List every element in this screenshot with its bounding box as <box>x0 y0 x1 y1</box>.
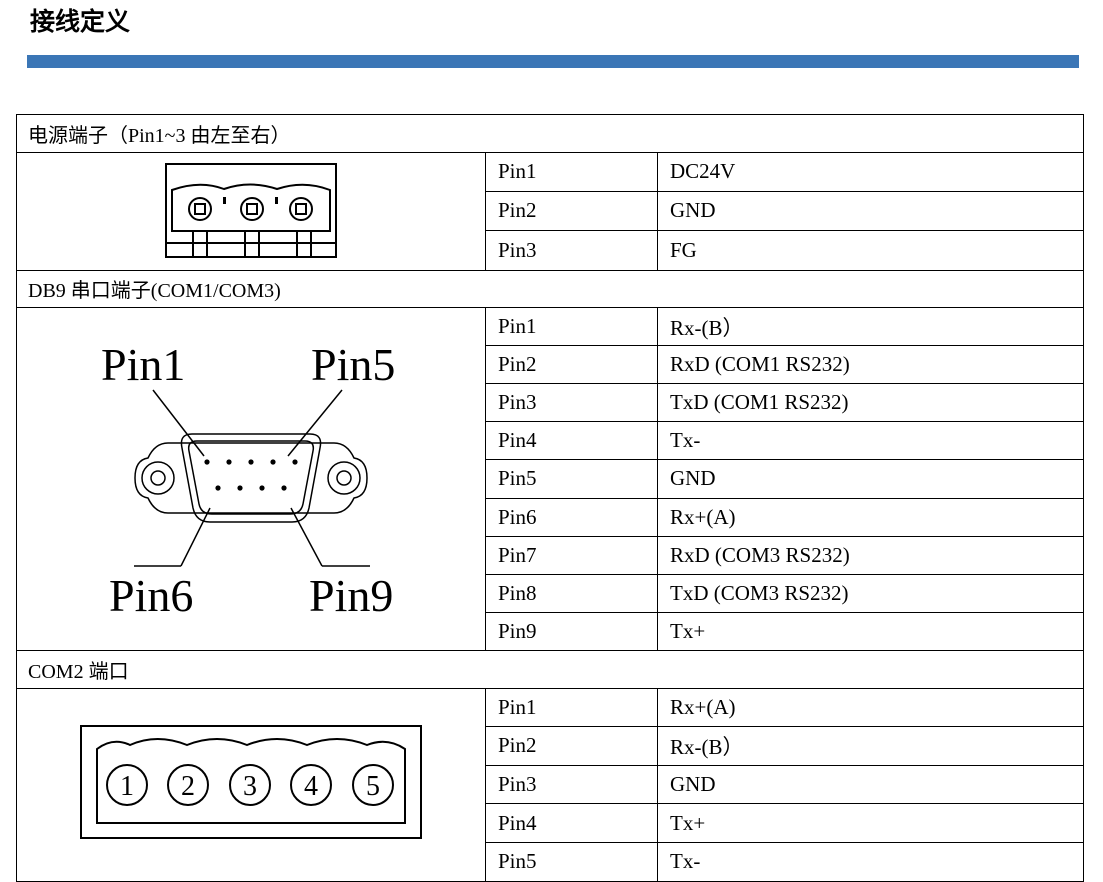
com2-pin-signal: Rx+(A) <box>657 687 1084 728</box>
db9-pin-signal: Rx+(A) <box>657 497 1084 537</box>
db9-pin-label: Pin9 <box>485 611 658 652</box>
page-title: 接线定义 <box>30 7 131 36</box>
db9-connector-icon: Pin1 Pin5 Pin6 Pin9 <box>101 339 395 621</box>
table-row: Pin2 RxD (COM1 RS232) <box>17 345 1084 385</box>
com2-pin-label: Pin3 <box>485 764 658 805</box>
db9-label-pin1: Pin1 <box>101 339 185 390</box>
db9-pin-signal: TxD (COM1 RS232) <box>657 383 1084 423</box>
table-row: Pin1 Pin5 Pin6 Pin9 <box>16 306 1084 651</box>
db9-pin-label: Pin7 <box>485 535 658 575</box>
com2-pin-label: Pin2 <box>485 726 658 766</box>
com2-terminal-icon: 1 2 3 4 5 <box>80 724 422 839</box>
com2-terminal-number: 1 <box>120 771 134 802</box>
db9-pin-label: Pin2 <box>485 345 658 385</box>
db9-pin-label: Pin8 <box>485 573 658 613</box>
db9-label-pin5: Pin5 <box>311 339 395 390</box>
com2-pin-label: Pin4 <box>485 803 658 843</box>
db9-label-pin6: Pin6 <box>109 570 193 621</box>
power-pin-signal: GND <box>657 190 1084 232</box>
power-pin-label: Pin1 <box>485 151 658 192</box>
com2-terminal-number: 2 <box>181 771 195 802</box>
com2-pin-signal: GND <box>657 764 1084 805</box>
com2-terminal-number: 3 <box>243 771 257 802</box>
db9-pin-label: Pin5 <box>485 459 658 499</box>
com2-pin-signal: Rx-(B） <box>657 726 1084 766</box>
db9-pin-signal: RxD (COM3 RS232) <box>657 535 1084 575</box>
table-row: Pin1 DC24V <box>16 151 1084 271</box>
power-terminal-icon <box>165 162 337 258</box>
table-row: Pin2 GND <box>17 190 1084 232</box>
db9-pin-label: Pin4 <box>485 421 658 461</box>
table-row: Pin4 Tx+ <box>17 803 1084 843</box>
com2-terminal-number: 5 <box>366 771 380 802</box>
db9-section-header-row: DB9 串口端子(COM1/COM3) <box>16 269 1084 308</box>
table-row: Pin5 GND <box>17 459 1084 499</box>
com2-terminal-number: 4 <box>304 771 318 802</box>
db9-pin-signal: RxD (COM1 RS232) <box>657 345 1084 385</box>
table-row: Pin4 Tx- <box>17 421 1084 461</box>
db9-pin-signal: Tx+ <box>657 611 1084 652</box>
com2-section-header-row: COM2 端口 <box>16 650 1084 689</box>
power-pin-label: Pin3 <box>485 230 658 271</box>
db9-pin-signal: Rx-(B） <box>657 306 1084 347</box>
power-section-header: 电源端子（Pin1~3 由左至右） <box>16 114 1084 153</box>
power-pin-signal: DC24V <box>657 151 1084 192</box>
power-pin-signal: FG <box>657 230 1084 271</box>
com2-section-header: COM2 端口 <box>16 650 1084 689</box>
com2-pin-signal: Tx- <box>657 841 1084 882</box>
power-section-header-row: 电源端子（Pin1~3 由左至右） <box>16 114 1084 153</box>
table-row: Pin3 GND <box>17 764 1084 805</box>
com2-pin-label: Pin5 <box>485 841 658 882</box>
title-accent-bar <box>27 55 1079 68</box>
db9-pin-label: Pin1 <box>485 306 658 347</box>
db9-pin-signal: GND <box>657 459 1084 499</box>
db9-connector-cell: Pin1 Pin5 Pin6 Pin9 <box>16 307 486 651</box>
com2-pin-signal: Tx+ <box>657 803 1084 843</box>
table-row: Pin3 FG <box>17 230 1084 271</box>
db9-pin-signal: TxD (COM3 RS232) <box>657 573 1084 613</box>
com2-connector-cell: 1 2 3 4 5 <box>16 687 486 882</box>
db9-pin-label: Pin6 <box>485 497 658 537</box>
db9-label-pin9: Pin9 <box>309 570 393 621</box>
table-row: Pin9 Tx+ <box>17 611 1084 652</box>
table-row: 1 2 3 4 5 Pin1 Rx+(A) <box>16 687 1084 882</box>
table-row: Pin3 TxD (COM1 RS232) <box>17 383 1084 423</box>
power-connector-cell <box>16 151 486 271</box>
power-pin-label: Pin2 <box>485 190 658 232</box>
db9-pin-signal: Tx- <box>657 421 1084 461</box>
table-row: Pin2 Rx-(B） <box>17 726 1084 766</box>
wiring-definition-table: 电源端子（Pin1~3 由左至右） <box>16 114 1084 882</box>
db9-pin-label: Pin3 <box>485 383 658 423</box>
com2-pin-label: Pin1 <box>485 687 658 728</box>
db9-section-header: DB9 串口端子(COM1/COM3) <box>16 269 1084 308</box>
